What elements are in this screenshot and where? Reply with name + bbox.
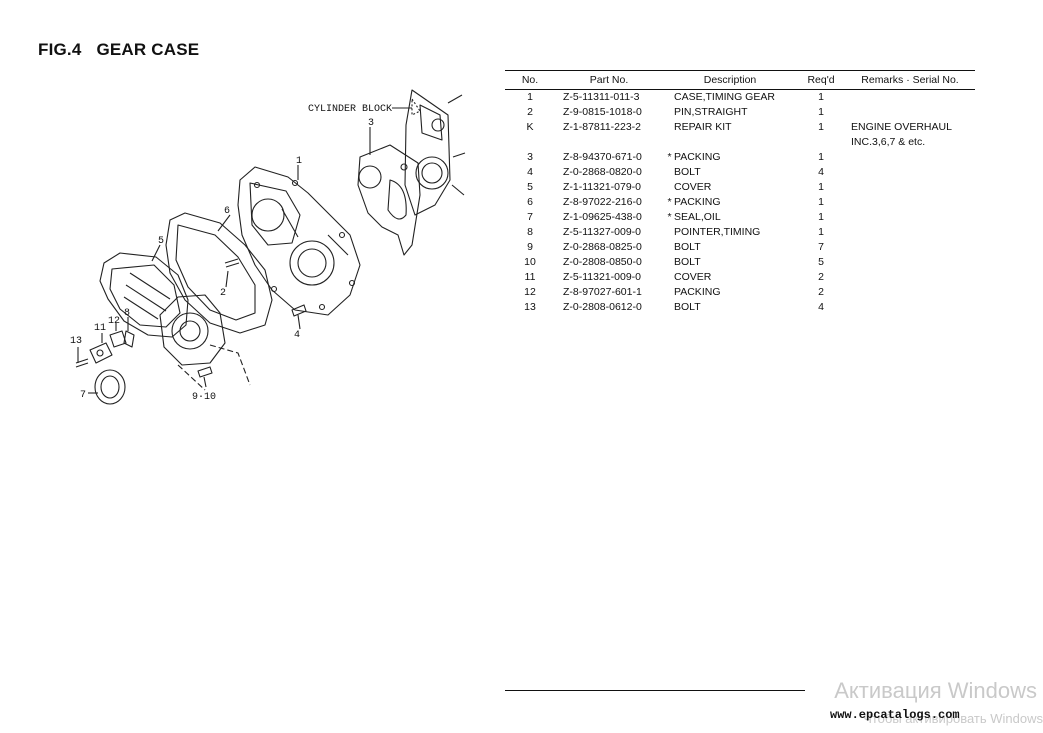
- parts-table: No. Part No. Description Req'd Remarks ·…: [505, 70, 975, 315]
- cylinder-block-drawing: [404, 89, 466, 216]
- header-part-no: Part No.: [555, 70, 663, 90]
- label-5: 5: [158, 236, 164, 247]
- label-cylinder-block: CYLINDER BLOCK: [308, 104, 392, 115]
- figure-number: FIG.4: [38, 40, 82, 59]
- windows-activation-subtext: Чтобы активировать Windows: [863, 711, 1043, 726]
- label-11: 11: [94, 323, 106, 334]
- figure-name: GEAR CASE: [96, 40, 200, 59]
- header-no: No.: [505, 70, 555, 90]
- table-row: INC.3,6,7 & etc.: [851, 136, 926, 148]
- header-remarks: Remarks · Serial No.: [845, 70, 975, 90]
- site-url: www.epcatalogs.com: [830, 708, 960, 722]
- figure-title: FIG.4 GEAR CASE: [38, 40, 199, 60]
- label-9-10: 9·10: [192, 392, 216, 403]
- label-4: 4: [294, 330, 300, 341]
- cover-5-drawing: [99, 252, 189, 338]
- label-13: 13: [70, 336, 82, 347]
- label-7: 7: [80, 390, 86, 401]
- bottom-rule: [505, 690, 805, 691]
- small-parts-drawing: [75, 330, 135, 368]
- oil-seal-7-drawing: [94, 369, 126, 405]
- timing-gear-case-drawing: [237, 166, 361, 316]
- label-1: 1: [296, 156, 302, 167]
- label-2: 2: [220, 288, 226, 299]
- pin-2-drawing: [224, 258, 240, 268]
- front-plate-drawing: [159, 294, 251, 391]
- label-3: 3: [368, 118, 374, 129]
- exploded-diagram: CYLINDER BLOCK 3 1 6 5 2 4 8 12 11 13 7 …: [70, 89, 466, 405]
- label-8: 8: [124, 308, 130, 319]
- bolt-4-drawing: [291, 304, 307, 330]
- header-reqd: Req'd: [797, 70, 845, 90]
- bolt-9-10-drawing: [197, 366, 213, 388]
- packing-6-drawing: [165, 212, 273, 334]
- label-6: 6: [224, 206, 230, 217]
- header-description: Description: [663, 70, 797, 90]
- label-12: 12: [108, 316, 120, 327]
- table-header-row: No. Part No. Description Req'd Remarks ·…: [505, 70, 975, 90]
- packing-3-drawing: [357, 144, 421, 256]
- windows-activation-watermark: Активация Windows: [834, 678, 1037, 703]
